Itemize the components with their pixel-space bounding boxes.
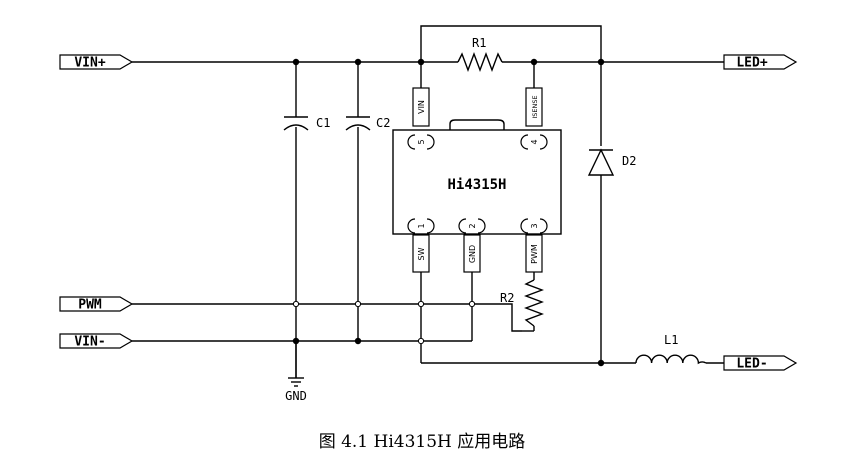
chip-pin-vin: VIN 5 <box>407 87 435 150</box>
pin-sw-label: SW <box>417 247 426 260</box>
capacitor-c1: C1 <box>283 116 330 131</box>
inductor-l1-label: L1 <box>664 333 678 347</box>
pin-isense-label: ISENSE <box>531 95 539 118</box>
pin-pwm-label: PWM <box>530 244 539 264</box>
resistor-r2: R2 <box>500 279 544 327</box>
port-pwm-label: PWM <box>78 298 102 313</box>
pin-pwm-number: 3 <box>530 223 539 228</box>
capacitor-c2: C2 <box>345 116 390 131</box>
capacitor-c1-label: C1 <box>316 116 330 130</box>
chip-pin-sw: SW 1 <box>407 218 435 273</box>
chip-pin-pwm: PWM 3 <box>520 218 548 273</box>
port-vin-plus: VIN+ <box>59 54 134 71</box>
diode-d2: D2 <box>587 148 636 176</box>
junction-dots <box>292 58 605 367</box>
port-pwm: PWM <box>59 296 134 313</box>
pin-gnd-number: 2 <box>468 223 477 228</box>
wire-crossovers <box>292 300 476 345</box>
pin-sw-number: 1 <box>417 223 426 228</box>
resistor-r2-label: R2 <box>500 291 514 305</box>
diode-d2-label: D2 <box>622 154 636 168</box>
chip-pin-gnd: GND 2 <box>458 218 486 273</box>
pin-vin-label: VIN <box>417 100 426 114</box>
pin-isense-number: 4 <box>530 139 539 144</box>
chip-pin-isense: ISENSE 4 <box>520 87 548 150</box>
port-vin-minus-label: VIN- <box>74 335 105 350</box>
port-led-plus-label: LED+ <box>736 56 767 71</box>
resistor-r1-label: R1 <box>472 36 486 50</box>
port-vin-plus-label: VIN+ <box>74 56 105 71</box>
inductor-l1: L1 <box>635 333 707 365</box>
ground-symbol: GND <box>285 377 307 403</box>
chip-name: Hi4315H <box>447 177 506 193</box>
ground-label: GND <box>285 389 307 403</box>
port-led-plus: LED+ <box>723 54 798 71</box>
port-vin-minus: VIN- <box>59 333 134 350</box>
chip-hi4315h: Hi4315H VIN 5 ISENSE 4 SW 1 G <box>392 87 562 273</box>
capacitor-c2-label: C2 <box>376 116 390 130</box>
resistor-r1: R1 <box>457 36 503 72</box>
port-led-minus: LED- <box>723 355 798 372</box>
pin-vin-number: 5 <box>417 139 426 144</box>
figure-caption: 图 4.1 Hi4315H 应用电路 <box>319 432 526 452</box>
pin-gnd-label: GND <box>468 245 477 263</box>
port-led-minus-label: LED- <box>736 357 767 372</box>
